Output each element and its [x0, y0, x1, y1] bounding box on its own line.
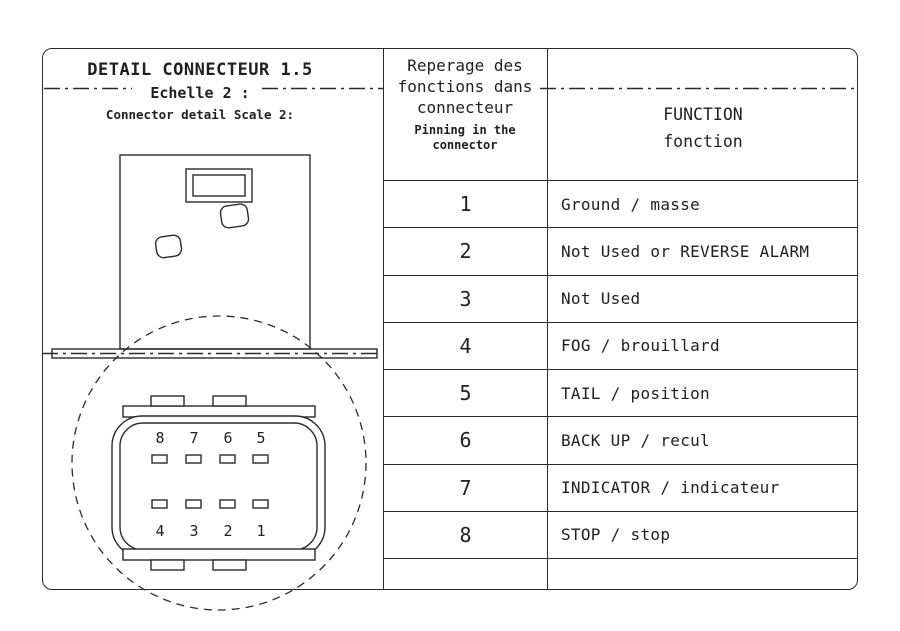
pin-function: Not Used or REVERSE ALARM	[561, 241, 810, 261]
pin-slots-bottom	[151, 499, 269, 509]
pin-function: BACK UP / recul	[561, 430, 710, 450]
pin-number: 4	[459, 333, 472, 358]
pin-number: 7	[459, 475, 472, 500]
pin-slots-top	[151, 454, 269, 464]
detail-subtitle-en: Connector detail Scale 2:	[105, 107, 295, 122]
face-pin-label-6: 6	[223, 429, 233, 447]
face-bottom-tab-left	[150, 559, 185, 571]
detail-title: DETAIL CONNECTEUR 1.5	[87, 60, 313, 80]
sheet-border	[42, 48, 858, 590]
face-pin-label-7: 7	[189, 429, 199, 447]
pin-header-en-line2: connector	[432, 138, 498, 152]
detail-view-header: DETAIL CONNECTEUR 1.5 Echelle 2 : Connec…	[40, 60, 360, 122]
table-row: 8 STOP / stop	[384, 512, 858, 559]
pin-column-header: Reperage des fonctions dans connecteur P…	[383, 55, 547, 153]
seal-plug-2	[154, 234, 183, 259]
seal-plug-1	[219, 203, 250, 229]
face-pin-label-4: 4	[155, 522, 165, 540]
pin-number: 6	[459, 428, 472, 453]
table-row: 3 Not Used	[384, 276, 858, 323]
pin-function: Not Used	[561, 289, 641, 309]
latch-window-outer	[185, 168, 253, 203]
latch-window-inner	[192, 174, 246, 197]
function-column-header: FUNCTION fonction	[548, 101, 858, 155]
pin-function-table: 1 Ground / masse 2 Not Used or REVERSE A…	[384, 180, 858, 559]
pin-header-fr-line1: Reperage des	[407, 56, 523, 75]
table-divider-left	[383, 48, 384, 590]
face-pin-label-2: 2	[223, 522, 233, 540]
pin-function: INDICATOR / indicateur	[561, 478, 780, 498]
function-header-line2: fonction	[663, 132, 743, 151]
face-top-tab-right	[212, 395, 247, 407]
pin-number: 5	[459, 381, 472, 406]
pin-function: TAIL / position	[561, 383, 710, 403]
pin-function: Ground / masse	[561, 194, 701, 214]
table-row: 5 TAIL / position	[384, 370, 858, 418]
face-pin-label-5: 5	[256, 429, 266, 447]
face-pin-label-3: 3	[189, 522, 199, 540]
pin-number: 1	[459, 192, 472, 217]
table-row: 1 Ground / masse	[384, 181, 858, 229]
face-bottom-tab-right	[212, 559, 247, 571]
pin-header-en: Pinning in the connector	[383, 123, 547, 153]
pin-function: FOG / brouillard	[561, 336, 720, 356]
face-pin-label-8: 8	[155, 429, 165, 447]
pin-header-fr-line3: connecteur	[416, 98, 514, 117]
pin-number: 2	[459, 239, 472, 264]
table-row: 2 Not Used or REVERSE ALARM	[384, 228, 858, 276]
face-top-tab-left	[150, 395, 185, 407]
function-header-line1: FUNCTION	[663, 105, 743, 124]
detail-subtitle-fr: Echelle 2 :	[150, 84, 250, 102]
table-row: 6 BACK UP / recul	[384, 417, 858, 465]
pin-function: STOP / stop	[561, 525, 671, 545]
pin-header-en-line1: Pinning in the	[414, 123, 516, 137]
table-row: 7 INDICATOR / indicateur	[384, 465, 858, 512]
pin-number: 8	[459, 522, 472, 547]
table-divider-right	[547, 48, 548, 590]
pin-header-fr-line2: fonctions dans	[397, 77, 533, 96]
detail-circle	[71, 315, 367, 611]
face-pin-label-1: 1	[256, 522, 266, 540]
pin-number: 3	[459, 286, 472, 311]
table-row: 4 FOG / brouillard	[384, 323, 858, 370]
